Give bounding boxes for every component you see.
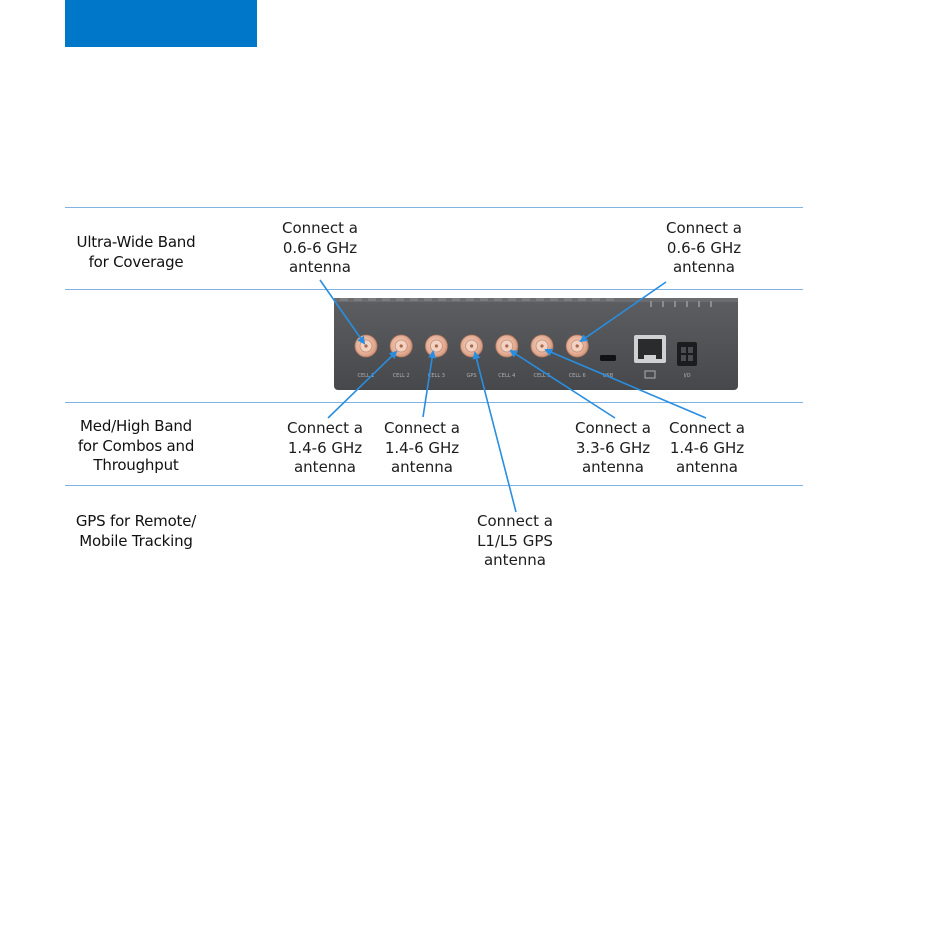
ethernet-port (634, 335, 666, 363)
section-label-ultra-wide-band: Ultra-Wide Band for Coverage (76, 233, 196, 271)
port-label: CELL 3 (428, 373, 445, 379)
section-divider (65, 485, 803, 486)
leader-line-cell2 (327, 350, 398, 419)
leader-line-cell3 (422, 350, 437, 418)
status-led-row (650, 301, 712, 307)
port-label: GPS (467, 373, 477, 379)
section-label-med-high-band: Med/High Band for Combos and Throughput (77, 417, 195, 474)
port-label: CELL 5 (534, 373, 551, 379)
port-label: CELL 6 (569, 373, 586, 379)
brand-header-block (65, 0, 257, 47)
port-label: CELL 2 (393, 373, 410, 379)
port-label: CELL 4 (498, 373, 515, 379)
leader-line-cell4 (509, 349, 616, 419)
section-divider (65, 289, 803, 290)
ethernet-icon (644, 370, 656, 379)
leader-line-gps (472, 351, 517, 513)
section-divider (65, 402, 803, 403)
power-port (677, 342, 697, 366)
usb-port (600, 355, 616, 361)
power-port-label: I/O (683, 373, 690, 379)
leader-line-cell5 (544, 348, 707, 419)
section-divider (65, 207, 803, 208)
top-vents (340, 298, 614, 301)
leader-line-cell1 (319, 279, 366, 345)
port-label: CELL 1 (358, 373, 375, 379)
leader-line-cell6 (579, 281, 667, 343)
section-label-gps: GPS for Remote/ Mobile Tracking (75, 512, 197, 550)
